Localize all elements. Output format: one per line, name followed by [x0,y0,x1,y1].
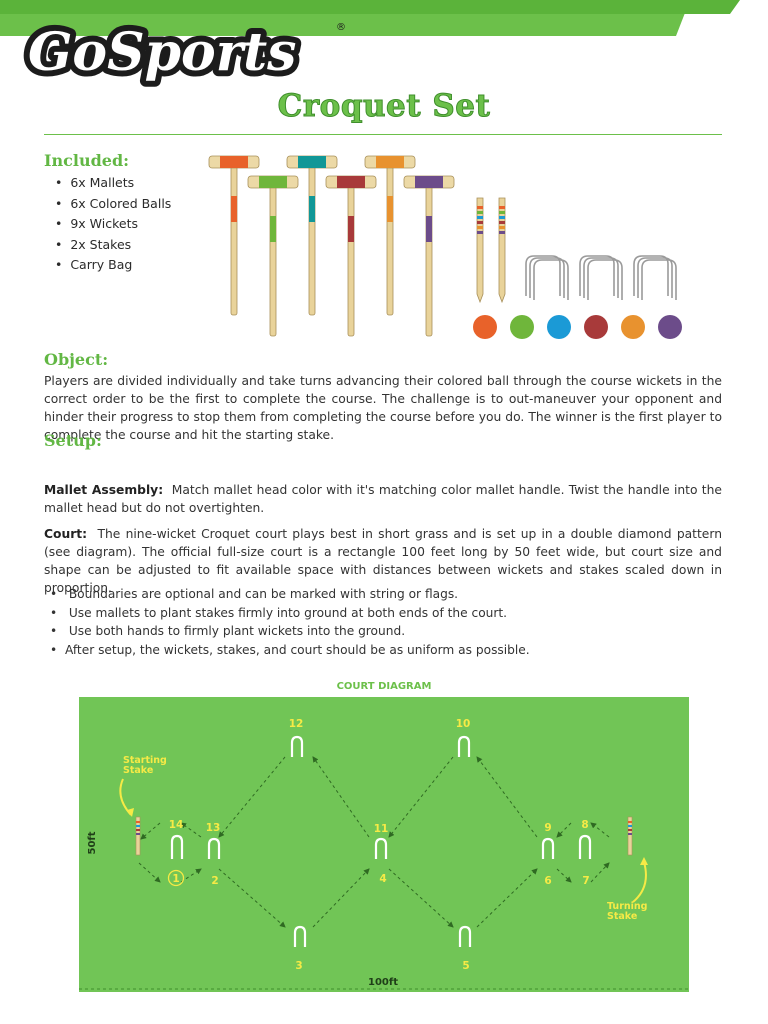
wicket-label-5: 5 [462,960,469,972]
setup-heading: Setup: [44,431,102,450]
wicket-3 [293,925,307,947]
mallet-orange [364,155,416,316]
mallet-assembly-label: Mallet Assembly: [44,483,164,497]
starting-stake-label-line1: Starting [123,755,167,766]
wicket-9 [541,837,555,859]
ball-orange-red [473,315,497,339]
wicket-10 [457,735,471,757]
setup-bullet: • Boundaries are optional and can be mar… [50,587,459,601]
object-heading: Object: [44,350,109,369]
wicket-label-12: 12 [289,718,304,730]
gosports-logo: GoSports GoSports ® [22,18,346,89]
title-divider [44,134,722,135]
included-list: • 6x Mallets • 6x Colored Balls • 9x Wic… [55,173,171,276]
stake [476,197,484,304]
court-label: Court: [44,527,88,541]
wicket-label-1: 1 [172,873,179,885]
header-banner [0,0,740,36]
court-wickets [170,735,592,947]
wicket-14 [170,834,184,859]
court-width-label: 100ft [368,977,398,988]
court-text: Court: The nine-wicket Croquet court pla… [44,527,722,595]
wicket-label-4: 4 [379,873,386,885]
mallet-assembly-text: Mallet Assembly: Match mallet head color… [44,483,722,515]
registered-mark: ® [336,22,346,33]
wickets [525,255,677,300]
ball-blue [547,315,571,339]
wicket-label-13: 13 [206,822,221,834]
logo-text: GoSports [28,22,296,83]
page-title: Croquet Set [277,88,491,125]
court-height-label: 50ft [87,831,98,854]
wicket-label-3: 3 [295,960,302,972]
ball-red [584,315,608,339]
turning-stake-label-line2: Stake [607,911,637,922]
ball-green [510,315,534,339]
mallet-teal [286,155,338,316]
included-item: • 9x Wickets [55,216,138,232]
starting-stake [135,816,141,856]
mallet-red [325,175,377,337]
wicket-label-2: 2 [211,875,218,887]
turning-stake-arrow [632,861,647,903]
wicket-label-6: 6 [544,875,551,887]
course-path [138,756,610,928]
start-marker-circle [167,869,185,887]
ball-purple [658,315,682,339]
setup-bullet-list: • Boundaries are optional and can be mar… [50,585,722,659]
object-text: Players are divided individually and tak… [44,374,722,442]
logo-outline: GoSports [28,22,296,83]
wicket-label-7: 7 [582,875,589,887]
wicket-label-10: 10 [456,718,471,730]
turning-stake-label-line1: Turning [607,901,647,912]
court-diagram: 14 13 12 11 10 9 8 1 2 3 4 5 6 7 Startin… [79,697,689,992]
turning-stake [627,816,633,856]
mallet-purple [403,175,455,337]
stake [498,197,506,304]
wicket-5 [458,925,472,947]
starting-stake-label-line2: Stake [123,765,153,776]
setup-bullet: • Use both hands to firmly plant wickets… [50,624,406,638]
court-field [79,697,689,992]
wicket-13 [207,837,221,859]
wicket-label-11: 11 [374,823,389,835]
included-item: • Carry Bag [55,257,133,273]
setup-bullet: • After setup, the wickets, stakes, and … [50,642,530,657]
wicket-12 [290,735,304,757]
included-heading: Included: [44,151,130,170]
wicket-label-9: 9 [544,822,551,834]
included-item: • 2x Stakes [55,236,132,252]
wicket-11 [374,837,388,859]
product-illustration [208,155,682,339]
ball-orange [621,315,645,339]
court-diagram-title: COURT DIAGRAM [336,681,432,692]
mallet-orange-red [208,155,260,316]
included-item: • 6x Colored Balls [55,195,172,211]
mallet-green [247,175,299,337]
setup-bullet: • Use mallets to plant stakes firmly int… [50,605,508,620]
wicket-8 [578,834,592,859]
included-item: • 6x Mallets [55,175,135,190]
wicket-label-8: 8 [581,819,588,831]
wicket-label-14: 14 [169,819,184,831]
